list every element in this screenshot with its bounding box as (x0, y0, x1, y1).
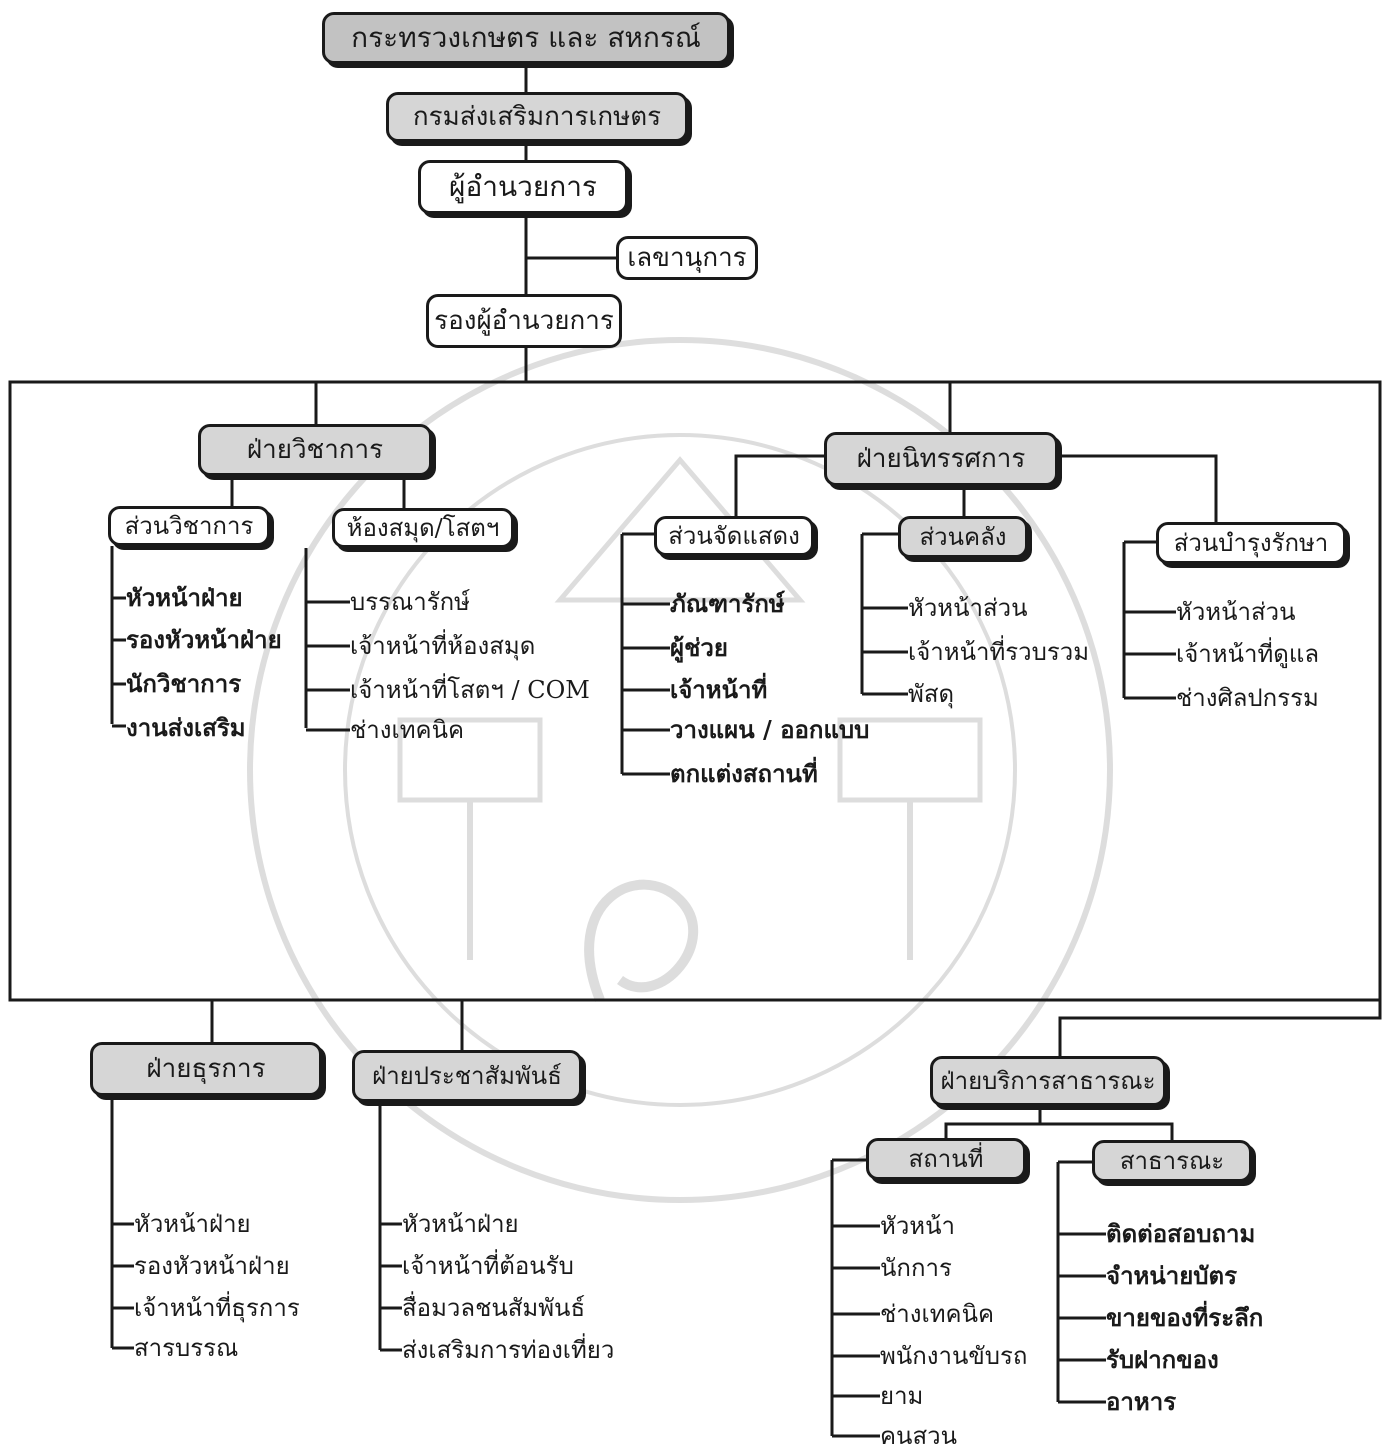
list-item: ขายของที่ระลึก (1106, 1303, 1264, 1332)
warehouse-section-box: ส่วนคลัง (898, 516, 1028, 558)
list-item: ตกแต่งสถานที่ (670, 759, 818, 788)
pr-division-box: ฝ่ายประชาสัมพันธ์ (352, 1050, 582, 1102)
list-item: สื่อมวลชนสัมพันธ์ (402, 1294, 586, 1322)
list-item: ติดต่อสอบถาม (1106, 1219, 1256, 1248)
list-item: อาหาร (1106, 1387, 1177, 1416)
list-item: วางแผน / ออกแบบ (670, 715, 870, 744)
display-section-box: ส่วนจัดแสดง (654, 516, 814, 556)
list-item: หัวหน้าส่วน (908, 594, 1028, 622)
secretary-box: เลขานุการ (616, 236, 758, 280)
list-item: ยาม (880, 1382, 924, 1410)
list-item: รับฝากของ (1106, 1345, 1219, 1374)
list-item: หัวหน้าฝ่าย (126, 583, 243, 612)
connector-ps-public (1040, 1122, 1174, 1140)
department-box: กรมส่งเสริมการเกษตร (386, 92, 688, 142)
academic-division-box: ฝ่ายวิชาการ (198, 424, 432, 476)
deputy-director-box: รองผู้อำนวยการ (426, 294, 622, 348)
academic-section-box: ส่วนวิชาการ (108, 506, 270, 546)
list-item: คนสวน (880, 1422, 957, 1450)
director-box: ผู้อำนวยการ (418, 160, 628, 214)
list-item: สารบรรณ (134, 1334, 239, 1362)
list-item: พัสดุ (908, 680, 955, 708)
public-service-division-box: ฝ่ายบริการสาธารณะ (930, 1056, 1166, 1106)
list-item: เจ้าหน้าที่ดูแล (1176, 640, 1320, 668)
list-item: นักการ (880, 1254, 952, 1282)
library-section-box: ห้องสมุด/โสตฯ (332, 508, 514, 548)
list-item: หัวหน้า (880, 1212, 955, 1240)
list-item: รองหัวหน้าฝ่าย (126, 625, 282, 654)
public-section-box: สาธารณะ (1092, 1140, 1252, 1182)
list-item: รองหัวหน้าฝ่าย (134, 1252, 290, 1280)
connector-exhibition-conservation (1058, 454, 1218, 522)
list-item: พนักงานขับรถ (880, 1342, 1028, 1370)
list-item: หัวหน้าฝ่าย (134, 1210, 251, 1238)
list-item: ช่างเทคนิค (880, 1300, 995, 1328)
connector-exhibition-display (734, 454, 824, 516)
list-item: จำหน่ายบัตร (1106, 1261, 1238, 1290)
list-item: หัวหน้าฝ่าย (402, 1210, 519, 1238)
admin-division-box: ฝ่ายธุรการ (90, 1042, 322, 1096)
list-item: นักวิชาการ (126, 669, 242, 698)
exhibition-division-box: ฝ่ายนิทรรศการ (824, 432, 1058, 486)
connector-ps-place (944, 1106, 1042, 1138)
list-item: เจ้าหน้าที่ห้องสมุด (350, 632, 536, 660)
list-item: เจ้าหน้าที่ (670, 675, 768, 704)
connector-frame-public-service (1058, 1000, 1382, 1056)
list-item: เจ้าหน้าที่ธุรการ (134, 1294, 300, 1322)
list-item: หัวหน้าส่วน (1176, 598, 1296, 626)
ministry-box: กระทรวงเกษตร และ สหกรณ์ (322, 12, 730, 64)
place-section-box: สถานที่ (866, 1138, 1026, 1180)
list-item: เจ้าหน้าที่ต้อนรับ (402, 1252, 574, 1280)
list-item: เจ้าหน้าที่โสตฯ / COM (350, 676, 590, 704)
list-item: ภัณฑารักษ์ (670, 589, 785, 618)
list-item: บรรณารักษ์ (350, 588, 470, 616)
list-item: ช่างเทคนิค (350, 716, 465, 744)
list-item: ผู้ช่วย (670, 633, 728, 662)
conservation-section-box: ส่วนบำรุงรักษา (1156, 522, 1346, 564)
list-item: เจ้าหน้าที่รวบรวม (908, 638, 1090, 666)
list-item: ส่งเสริมการท่องเที่ยว (402, 1336, 615, 1364)
list-item: ช่างศิลปกรรม (1176, 684, 1319, 712)
list-item: งานส่งเสริม (126, 713, 246, 742)
